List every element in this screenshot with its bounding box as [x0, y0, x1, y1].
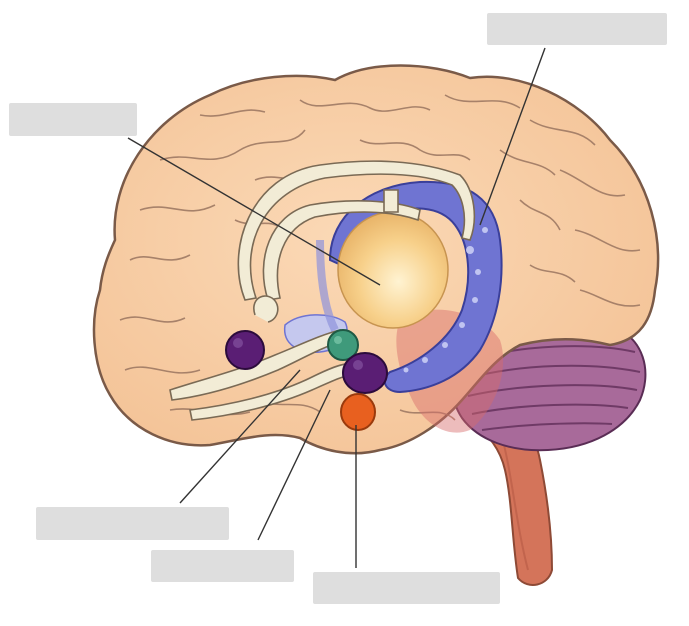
leader-lines — [127, 47, 546, 568]
label-bottom-right[interactable] — [313, 572, 500, 604]
leader-line-bottom-mid — [257, 389, 331, 541]
label-top-left[interactable] — [9, 103, 137, 136]
amygdala-right — [342, 352, 388, 394]
leader-line-top-right — [479, 47, 546, 226]
leader-line-bottom-left — [179, 369, 301, 504]
pituitary-gland — [340, 393, 376, 431]
cortex-sulci — [119, 94, 641, 421]
label-bottom-left[interactable] — [36, 507, 229, 540]
amygdala-left — [225, 330, 265, 370]
label-top-right[interactable] — [487, 13, 667, 45]
hippocampus-highlights — [403, 227, 488, 373]
label-bottom-mid[interactable] — [151, 550, 294, 582]
leader-line-top-left — [127, 137, 381, 286]
